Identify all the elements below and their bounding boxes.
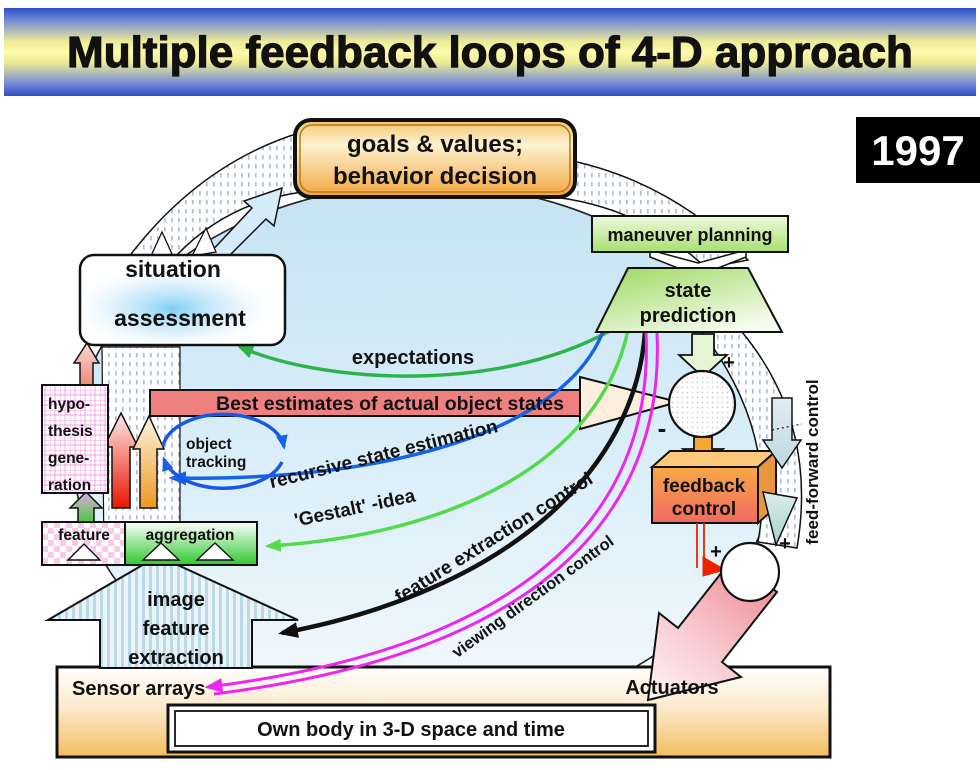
maneuver-planning-box xyxy=(591,215,789,253)
feature-label: feature xyxy=(58,527,110,544)
hypothesis-label-3: gene- xyxy=(48,450,89,467)
state-prediction-label-1: state xyxy=(665,280,712,302)
hypothesis-label-1: hypo- xyxy=(48,396,90,413)
summation-node xyxy=(719,541,781,603)
feedforward-leader-line xyxy=(771,423,803,431)
recursive-estimation-curve xyxy=(168,325,607,486)
image-extraction-label-3: extraction xyxy=(128,647,224,669)
triangle-icon xyxy=(195,542,235,561)
feed-forward-control-label: feed-forward control xyxy=(803,379,822,544)
title-banner xyxy=(4,8,976,96)
feedforward-down-arrow xyxy=(761,397,803,470)
year-label: 1997 xyxy=(871,127,964,174)
hypothesis-label-4: ration xyxy=(48,477,91,494)
orange-up-arrow xyxy=(131,414,166,509)
viewing-direction-control-curve xyxy=(204,332,648,693)
comparator-node xyxy=(667,369,737,439)
hypothesis-label-2: thesis xyxy=(48,423,93,440)
plus-sign-prediction: + xyxy=(723,352,735,374)
situation-label-2: assessment xyxy=(114,305,246,331)
viewing-direction-control-curve2 xyxy=(213,332,659,696)
own-body-box-inner xyxy=(174,710,649,747)
hypothesis-generation-box xyxy=(41,384,109,494)
sensor-arrays-label: Sensor arrays xyxy=(72,678,205,700)
planning-to-prediction-chevron xyxy=(649,249,747,277)
triangle-icon xyxy=(141,542,181,561)
aggregation-label: aggregation xyxy=(146,527,235,544)
object-tracking-label-1: object xyxy=(186,436,232,453)
image-extraction-label-1: image xyxy=(147,589,205,611)
year-badge xyxy=(856,117,980,183)
feedback-signal-arrowhead xyxy=(702,556,727,577)
best-estimates-band xyxy=(149,389,581,417)
goals-label-1: goals & values; xyxy=(347,131,523,158)
feedforward-triangle-arrow xyxy=(761,491,799,548)
situation-assessment-glow xyxy=(83,258,282,342)
plus-sign-feedback: + xyxy=(710,541,722,563)
feature-to-hypothesis-arrow xyxy=(68,490,104,523)
feedback-control-label-2: control xyxy=(672,499,736,520)
best-estimates-label: Best estimates of actual object states xyxy=(216,393,564,415)
gestalt-curve xyxy=(264,329,630,552)
object-tracking-label-2: tracking xyxy=(186,454,246,471)
triangle-icon xyxy=(66,543,102,561)
goals-values-box xyxy=(293,118,577,199)
maneuver-planning-label: maneuver planning xyxy=(607,225,772,245)
feature-extraction-control-curve xyxy=(278,331,648,638)
feedback-signal-line xyxy=(696,523,705,568)
situation-label-1: situation xyxy=(125,256,221,282)
feedback-control-label-1: feedback xyxy=(663,476,746,497)
object-tracking-loop-top xyxy=(161,412,288,450)
own-body-label: Own body in 3-D space and time xyxy=(257,719,565,741)
state-prediction-label-2: prediction xyxy=(640,305,737,327)
slide-title: Multiple feedback loops of 4-D approach xyxy=(67,28,913,77)
goals-values-inner-frame xyxy=(299,124,571,193)
feedback-control-top-face xyxy=(649,450,779,468)
image-extraction-label-2: feature xyxy=(143,618,210,640)
feedback-control-box xyxy=(651,466,759,524)
expectations-curve xyxy=(237,324,619,378)
object-tracking-loop-bottom xyxy=(162,456,284,490)
expectations-label: expectations xyxy=(352,347,474,369)
plus-sign-feedforward: + xyxy=(779,533,791,555)
state-prediction-box xyxy=(594,267,784,333)
actuators-label: Actuators xyxy=(625,677,718,699)
goals-label-2: behavior decision xyxy=(333,163,537,190)
minus-sign-estimates: - xyxy=(658,413,667,443)
prediction-to-comparator-arrow xyxy=(676,333,730,379)
image-feature-extraction-arrow xyxy=(44,554,299,669)
